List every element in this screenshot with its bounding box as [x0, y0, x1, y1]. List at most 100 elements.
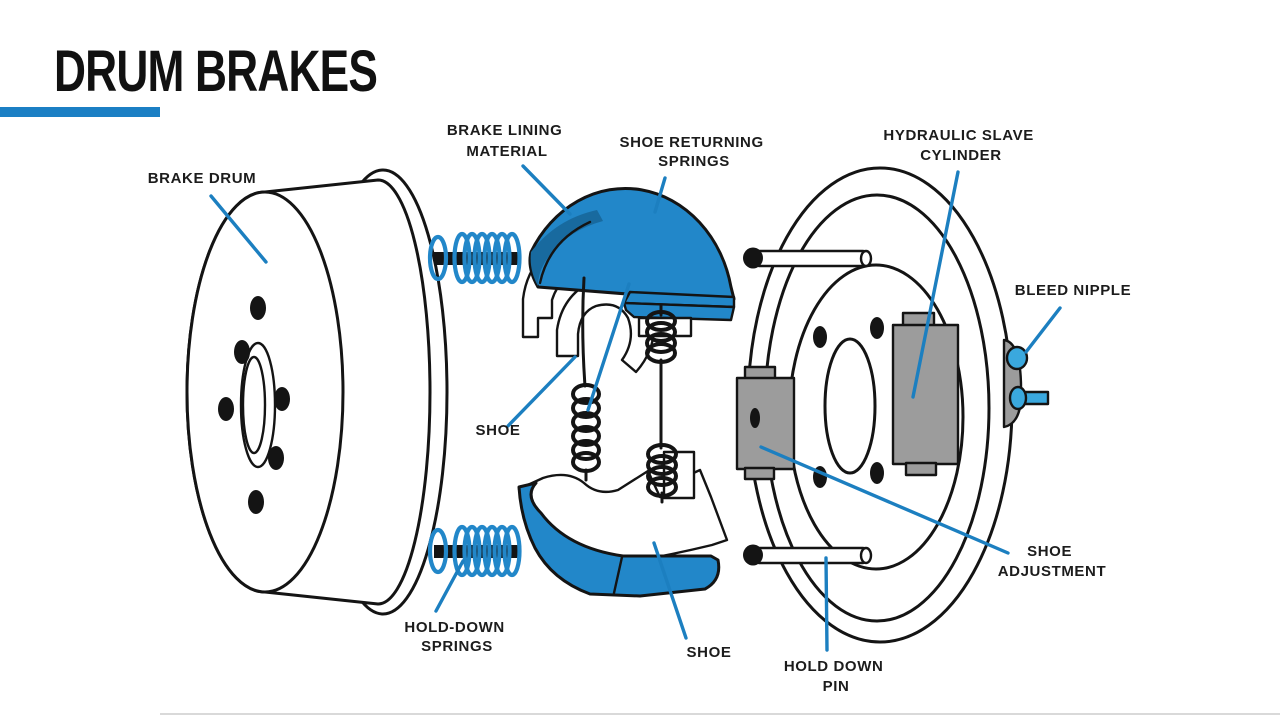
spring-coil: [462, 524, 482, 578]
label-line: MATERIAL: [466, 143, 547, 160]
spring-washer: [427, 234, 449, 282]
drum-bolt-hole: [250, 296, 266, 320]
page-title: DRUM BRAKES: [54, 39, 378, 104]
cylinder-body: [891, 323, 960, 466]
adjuster-body: [735, 376, 796, 471]
label-hold-down-pin: HOLD DOWN PIN: [784, 658, 888, 695]
spring-coil: [645, 321, 677, 343]
leader-hold-down-springs: [434, 559, 465, 613]
drum-bolt-hole: [268, 446, 284, 470]
backplate: [735, 166, 1050, 644]
spring-coil: [482, 524, 502, 578]
pin-tip: [859, 249, 873, 268]
nipple-dome: [1005, 345, 1029, 371]
spring-coil: [571, 439, 601, 461]
bottom-brake-shoe: [517, 468, 729, 598]
label-line: HYDRAULIC SLAVE: [883, 127, 1033, 144]
spring-coil: [452, 231, 472, 285]
label-line: PIN: [823, 678, 850, 695]
pin-rod: [754, 546, 868, 565]
spring-coil: [571, 425, 601, 447]
lining-edge-shade: [530, 210, 603, 286]
brake-lining-bottom: [517, 481, 721, 598]
label-line: SHOE RETURNING: [619, 134, 763, 151]
spring-coil: [472, 231, 492, 285]
leader-hydraulic-cylinder: [911, 170, 960, 399]
spring-coil: [492, 231, 512, 285]
spring-coil: [571, 451, 601, 473]
backplate-hole: [870, 462, 884, 484]
adjuster-cap: [743, 466, 776, 481]
leader-shoe-bottom: [652, 541, 688, 640]
spring-coil: [462, 231, 482, 285]
label-hold-down-springs: HOLD-DOWN SPRINGS: [404, 619, 509, 655]
bleed-nipple: [1002, 338, 1050, 429]
leader-bleed-nipple: [1024, 306, 1062, 354]
title-accent-bar: [0, 107, 160, 117]
spring-coil: [646, 465, 678, 487]
label-hydraulic-slave-cylinder: HYDRAULIC SLAVE CYLINDER: [883, 127, 1038, 164]
spring-coil: [645, 310, 677, 332]
labels: BRAKE DRUM BRAKE LINING MATERIAL SHOE RE…: [148, 122, 1131, 695]
label-shoe-top: SHOE: [476, 422, 521, 439]
spring-coil: [646, 443, 678, 465]
backplate-hole: [870, 317, 884, 339]
label-line: HOLD DOWN: [784, 658, 884, 675]
leader-brake-lining: [521, 164, 572, 216]
nipple-base: [1008, 385, 1028, 411]
leader-shoe-adjustment: [759, 445, 1010, 555]
drum-hub-bore: [241, 355, 267, 455]
spring-coil: [645, 332, 677, 354]
spring-coil: [452, 524, 472, 578]
leader-shoe-returning-springs: [586, 282, 631, 412]
drum-bolt-hole: [248, 490, 264, 514]
pin-head: [743, 247, 763, 269]
label-shoe-bottom: SHOE: [687, 644, 732, 661]
spring-coil: [571, 411, 601, 433]
shoe-returning-springs: [571, 276, 696, 504]
axle-hole: [823, 337, 877, 475]
backplate-hole: [813, 326, 827, 348]
leader-lines: [209, 164, 1062, 652]
cylinder-cap: [904, 461, 938, 477]
top-brake-shoe: [528, 187, 736, 322]
label-shoe-adjustment: SHOE ADJUSTMENT: [998, 543, 1107, 580]
label-line: CYLINDER: [920, 147, 1001, 164]
spring-coil: [482, 231, 502, 285]
label-bleed-nipple: BLEED NIPPLE: [1015, 282, 1131, 299]
spring-coil: [571, 397, 601, 419]
spring-coil: [502, 231, 522, 285]
label-line: SPRINGS: [658, 153, 730, 170]
label-brake-drum: BRAKE DRUM: [148, 170, 257, 187]
hold-down-spring-top: [427, 231, 522, 285]
label-brake-lining-material: BRAKE LINING MATERIAL: [447, 122, 567, 160]
brake-drum: [185, 168, 449, 616]
label-line: ADJUSTMENT: [998, 563, 1107, 580]
pin-tip: [859, 546, 873, 565]
label-shoe-returning-springs: SHOE RETURNING SPRINGS: [619, 134, 768, 170]
label-line: HOLD-DOWN: [404, 619, 504, 636]
spring-wire: [581, 276, 587, 388]
label-line: BRAKE LINING: [447, 122, 563, 139]
drum-bolt-hole: [274, 387, 290, 411]
pin-head: [743, 544, 763, 566]
hold-down-spring-bottom: [427, 524, 522, 578]
label-line: SHOE: [1027, 543, 1072, 560]
hold-down-pin-bottom: [743, 544, 873, 566]
spring-coil: [646, 454, 678, 476]
lining-seam: [612, 555, 624, 595]
spring-coil: [492, 524, 512, 578]
spring-coil: [502, 524, 522, 578]
adjuster-slot: [750, 408, 760, 428]
lining-seam: [538, 220, 592, 285]
spring-coil: [571, 383, 601, 405]
spring-washer: [427, 527, 449, 575]
leader-brake-drum: [209, 194, 268, 264]
footer-divider: [160, 713, 1280, 715]
label-line: SPRINGS: [421, 638, 493, 655]
leader-shoe-returning-springs: [653, 176, 667, 214]
hydraulic-slave-cylinder: [891, 311, 960, 477]
drum-bolt-hole: [234, 340, 250, 364]
